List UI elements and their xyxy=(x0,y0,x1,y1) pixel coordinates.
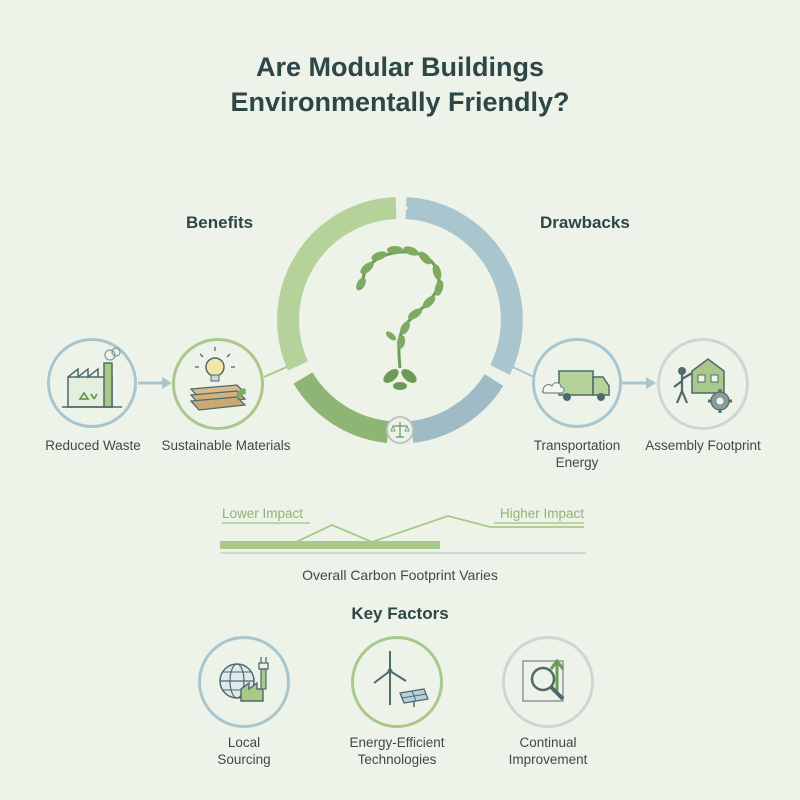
lightbulb-wood-icon xyxy=(189,347,247,411)
wind-solar-icon xyxy=(373,651,429,707)
ring-arc-benefits-bottom xyxy=(293,372,390,443)
ring-arc-drawbacks-top xyxy=(405,197,523,375)
ring-arc-drawbacks-bottom xyxy=(410,373,504,443)
energy-efficient-label: Energy-Efficient Technologies xyxy=(330,734,464,768)
truck-icon xyxy=(541,370,610,401)
magnifier-growth-icon xyxy=(522,658,565,702)
energy-efficient-label-line-2: Technologies xyxy=(357,752,437,767)
continual-improvement-label: Continual Improvement xyxy=(488,734,608,768)
key-factors-heading: Key Factors xyxy=(351,604,449,623)
central-ring xyxy=(277,197,523,443)
balance-scale-icon xyxy=(390,422,410,438)
assembly-footprint-circle xyxy=(657,338,749,430)
lower-impact-label: Lower Impact xyxy=(222,506,304,521)
reduced-waste-circle xyxy=(47,338,137,428)
globe-factory-icon xyxy=(219,657,269,702)
sustainable-materials-circle xyxy=(172,338,264,430)
title-line-2: Environmentally Friendly? xyxy=(230,87,570,117)
ring-notch xyxy=(398,198,408,220)
impact-scale xyxy=(220,515,586,554)
assembly-footprint-label: Assembly Footprint xyxy=(645,438,761,453)
carbon-footprint-caption: Overall Carbon Footprint Varies xyxy=(302,567,498,583)
transportation-energy-circle xyxy=(532,338,622,428)
ring-arc-benefits-top xyxy=(277,197,397,371)
worker-house-gear-icon xyxy=(673,358,732,413)
higher-impact-label: Higher Impact xyxy=(499,506,584,521)
sustainable-materials-label: Sustainable Materials xyxy=(161,438,291,453)
reduced-waste-label: Reduced Waste xyxy=(45,438,141,453)
transportation-energy-label: Transportation Energy xyxy=(512,437,642,471)
continual-improvement-label-line-2: Improvement xyxy=(508,752,588,767)
balance-scale-badge xyxy=(386,416,414,444)
title-line-1: Are Modular Buildings xyxy=(255,52,544,82)
local-sourcing-label: Local Sourcing xyxy=(184,734,304,768)
local-sourcing-circle xyxy=(198,636,290,728)
transportation-energy-label-line-1: Transportation xyxy=(533,438,621,453)
continual-improvement-circle xyxy=(502,636,594,728)
transportation-energy-label-line-2: Energy xyxy=(555,455,599,470)
benefit-arrow-head xyxy=(162,377,172,389)
factory-recycle-icon xyxy=(62,347,122,408)
page-title: Are Modular Buildings Environmentally Fr… xyxy=(0,50,800,120)
continual-improvement-label-line-1: Continual xyxy=(519,735,577,750)
leafy-question-mark-icon xyxy=(356,246,444,390)
drawback-arrow-head xyxy=(646,377,656,389)
lower-impact-bar xyxy=(220,541,440,549)
benefits-heading: Benefits xyxy=(186,213,254,232)
local-sourcing-label-line-1: Local xyxy=(227,735,261,750)
energy-efficient-label-line-1: Energy-Efficient xyxy=(349,735,445,750)
impact-trend-line xyxy=(295,515,584,543)
local-sourcing-label-line-2: Sourcing xyxy=(217,752,271,767)
drawbacks-heading: Drawbacks xyxy=(540,213,630,232)
energy-efficient-circle xyxy=(351,636,443,728)
